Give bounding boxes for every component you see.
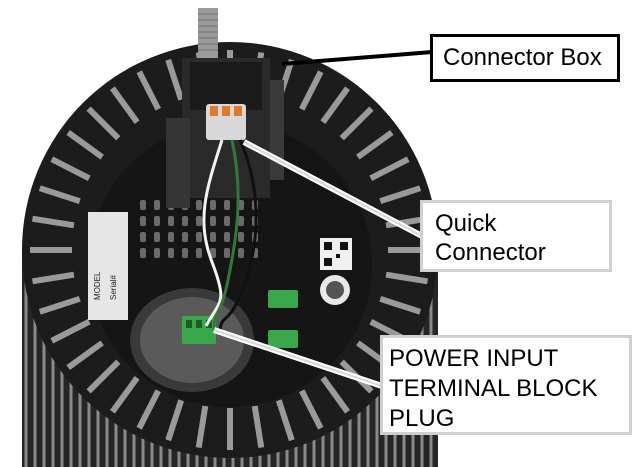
- callout-power-input-line1: POWER INPUT: [389, 345, 559, 372]
- callout-quick-connector: Quick Connector: [420, 200, 612, 272]
- callout-power-input-line3: PLUG: [389, 405, 455, 432]
- model-label-text: MODEL: [93, 271, 102, 300]
- wire-black: [218, 139, 258, 331]
- callout-power-input-line2: TERMINAL BLOCK: [389, 375, 598, 402]
- wire-green: [212, 139, 240, 331]
- callout-connector-box: Connector Box: [430, 34, 620, 82]
- model-label-sticker: [88, 212, 128, 320]
- wire-white: [202, 139, 224, 327]
- ring-vent-slots: [30, 50, 430, 450]
- terminal-block-2: [268, 330, 298, 348]
- leader-connector-box: [281, 50, 433, 66]
- terminal-block-1: [268, 290, 298, 308]
- serial-label-text: Serial#: [109, 275, 118, 300]
- callout-connector-box-label: Connector Box: [443, 44, 602, 71]
- callout-quick-connector-line1: Quick: [435, 210, 497, 237]
- conduit: [198, 8, 218, 60]
- callout-power-input: POWER INPUT TERMINAL BLOCK PLUG: [380, 335, 632, 435]
- callout-quick-connector-line2: Connector: [435, 239, 546, 266]
